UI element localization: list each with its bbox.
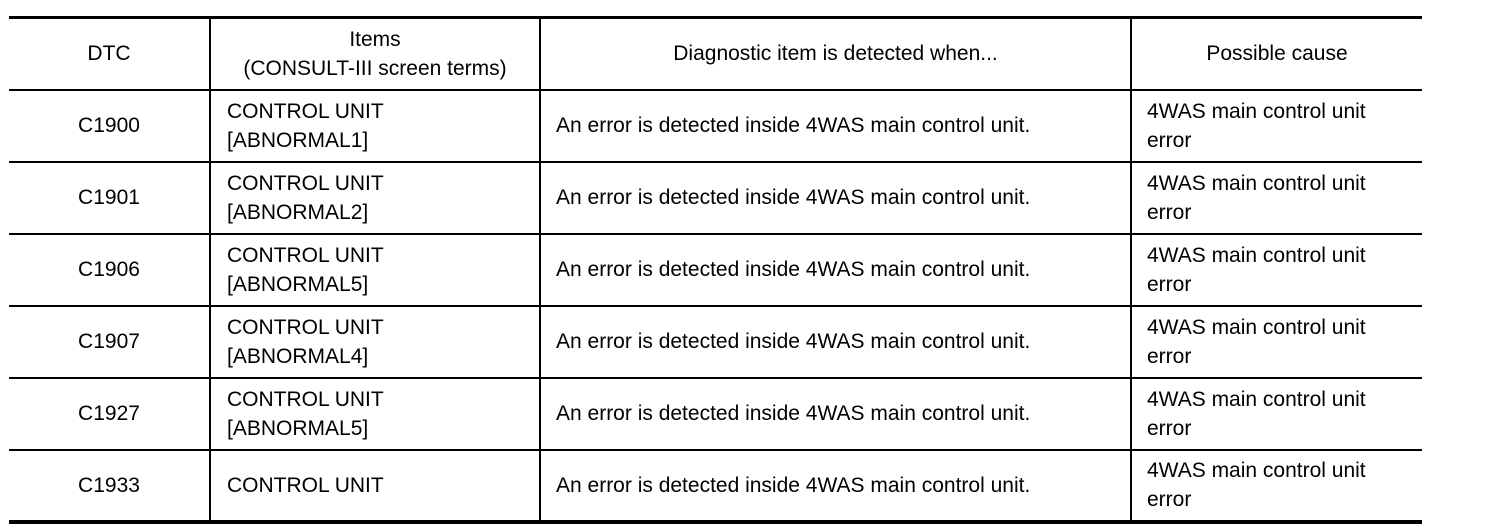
header-items: Items (CONSULT-III screen terms) bbox=[209, 16, 541, 91]
dtc-table: DTC Items (CONSULT-III screen terms) Dia… bbox=[9, 16, 1422, 524]
cause-line2: error bbox=[1147, 128, 1192, 152]
cause-line1: 4WAS main control unit bbox=[1147, 459, 1366, 482]
detection-condition: An error is detected inside 4WAS main co… bbox=[539, 89, 1132, 163]
table-row: C1900 CONTROL UNIT [ABNORMAL1] An error … bbox=[9, 89, 1422, 163]
cause-line2: error bbox=[1147, 344, 1192, 368]
table-row: C1901 CONTROL UNIT [ABNORMAL2] An error … bbox=[9, 161, 1422, 235]
cause-line1: 4WAS main control unit bbox=[1147, 387, 1366, 411]
dtc-code: C1906 bbox=[9, 233, 211, 307]
item-name: CONTROL UNIT bbox=[209, 449, 541, 524]
header-items-line1: Items bbox=[349, 27, 401, 51]
item-line1: CONTROL UNIT bbox=[227, 315, 384, 339]
detection-condition: An error is detected inside 4WAS main co… bbox=[539, 161, 1132, 235]
header-row: DTC Items (CONSULT-III screen terms) Dia… bbox=[9, 16, 1422, 91]
cause-line2: error bbox=[1147, 200, 1192, 224]
cause-line1: 4WAS main control unit bbox=[1147, 171, 1366, 195]
header-dtc: DTC bbox=[9, 16, 211, 91]
cause-line2: error bbox=[1147, 416, 1192, 440]
item-line2: [ABNORMAL2] bbox=[227, 200, 369, 224]
cause-line1: 4WAS main control unit bbox=[1147, 243, 1366, 267]
dtc-code: C1907 bbox=[9, 305, 211, 379]
item-line1: CONTROL UNIT bbox=[227, 387, 384, 411]
possible-cause: 4WAS main control unit error bbox=[1130, 233, 1422, 307]
table-row: C1906 CONTROL UNIT [ABNORMAL5] An error … bbox=[9, 233, 1422, 307]
item-name: CONTROL UNIT [ABNORMAL2] bbox=[209, 161, 541, 235]
item-name: CONTROL UNIT [ABNORMAL5] bbox=[209, 377, 541, 451]
item-name: CONTROL UNIT [ABNORMAL5] bbox=[209, 233, 541, 307]
table-row: C1927 CONTROL UNIT [ABNORMAL5] An error … bbox=[9, 377, 1422, 451]
cause-line1: 4WAS main control unit bbox=[1147, 99, 1366, 123]
item-line2: [ABNORMAL5] bbox=[227, 416, 369, 440]
cause-line2: error bbox=[1147, 272, 1192, 296]
item-line2: [ABNORMAL4] bbox=[227, 344, 369, 368]
cause-line1: 4WAS main control unit bbox=[1147, 315, 1366, 339]
header-cause: Possible cause bbox=[1130, 16, 1422, 91]
dtc-code: C1927 bbox=[9, 377, 211, 451]
item-line2: [ABNORMAL1] bbox=[227, 128, 369, 152]
table-header: DTC Items (CONSULT-III screen terms) Dia… bbox=[9, 16, 1422, 91]
item-line1: CONTROL UNIT bbox=[227, 473, 384, 497]
header-items-line2: (CONSULT-III screen terms) bbox=[243, 56, 507, 80]
item-name: CONTROL UNIT [ABNORMAL4] bbox=[209, 305, 541, 379]
item-line2: [ABNORMAL5] bbox=[227, 272, 369, 296]
possible-cause: 4WAS main control unit error bbox=[1130, 377, 1422, 451]
dtc-code: C1933 bbox=[9, 449, 211, 524]
detection-condition: An error is detected inside 4WAS main co… bbox=[539, 377, 1132, 451]
dtc-code: C1900 bbox=[9, 89, 211, 163]
table-row: C1907 CONTROL UNIT [ABNORMAL4] An error … bbox=[9, 305, 1422, 379]
possible-cause: 4WAS main control unit error bbox=[1130, 161, 1422, 235]
item-line1: CONTROL UNIT bbox=[227, 243, 384, 267]
item-line1: CONTROL UNIT bbox=[227, 99, 384, 123]
table-row: C1933 CONTROL UNIT An error is detected … bbox=[9, 449, 1422, 524]
table-body: C1900 CONTROL UNIT [ABNORMAL1] An error … bbox=[9, 89, 1422, 524]
cause-line2: error bbox=[1147, 488, 1192, 511]
possible-cause: 4WAS main control unit error bbox=[1130, 449, 1422, 524]
detection-condition: An error is detected inside 4WAS main co… bbox=[539, 449, 1132, 524]
dtc-code: C1901 bbox=[9, 161, 211, 235]
item-line1: CONTROL UNIT bbox=[227, 171, 384, 195]
header-condition: Diagnostic item is detected when... bbox=[539, 16, 1132, 91]
detection-condition: An error is detected inside 4WAS main co… bbox=[539, 233, 1132, 307]
possible-cause: 4WAS main control unit error bbox=[1130, 305, 1422, 379]
detection-condition: An error is detected inside 4WAS main co… bbox=[539, 305, 1132, 379]
possible-cause: 4WAS main control unit error bbox=[1130, 89, 1422, 163]
item-name: CONTROL UNIT [ABNORMAL1] bbox=[209, 89, 541, 163]
